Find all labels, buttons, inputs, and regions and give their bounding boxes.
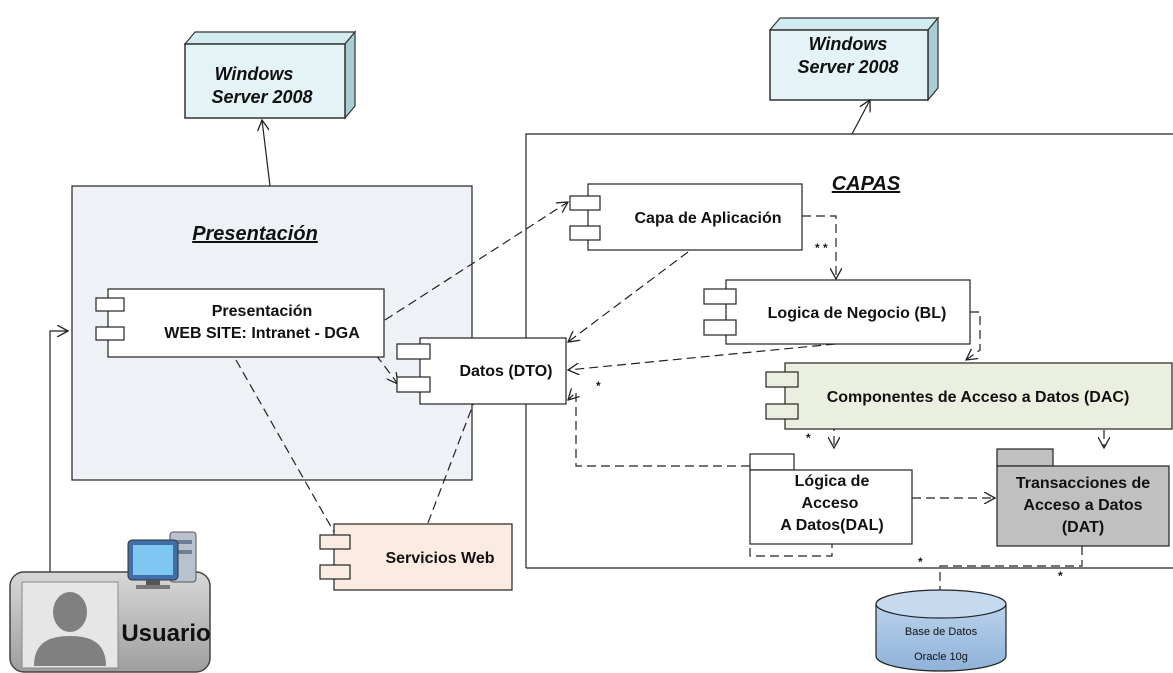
presentation-to-servicios-web: [235, 359, 346, 553]
database-line2: Oracle 10g: [914, 651, 968, 663]
usuario-actor[interactable]: Usuario: [9, 571, 211, 673]
component-tab: [95, 326, 125, 341]
server-node-right: Windows Server 2008: [768, 16, 940, 102]
capas-frame: CAPAS: [525, 133, 1173, 569]
transacciones-line3: (DAT): [1062, 519, 1104, 536]
datos-dto-label: Datos (DTO): [459, 363, 552, 380]
servicios-web-to-dto: [417, 376, 484, 550]
component-box: [725, 279, 971, 345]
server-right-line2: Server 2008: [797, 57, 898, 77]
component-tab: [703, 319, 737, 336]
person-icon: [34, 592, 106, 666]
dashed-connectors: [235, 202, 1104, 596]
multiplicity-label: *: [1058, 569, 1063, 583]
package-tab: [996, 448, 1054, 467]
component-tab: [703, 288, 737, 305]
capas-title: CAPAS: [832, 173, 901, 195]
component-capa-aplicacion[interactable]: Capa de Aplicación: [569, 183, 803, 251]
usuario-label: Usuario: [121, 620, 210, 647]
component-tab: [765, 371, 799, 388]
logica-acceso-line2: Acceso: [802, 495, 859, 512]
package-box: [749, 469, 913, 545]
database-top: [875, 589, 1007, 619]
servicios-web-label: Servicios Web: [385, 550, 494, 567]
package-tab: [749, 453, 795, 471]
multiplicity-label: * *: [815, 241, 828, 255]
server-side-face: [927, 16, 939, 102]
server-top-face: [183, 31, 357, 45]
component-box: [587, 183, 803, 251]
logica-acceso-line1: Lógica de: [795, 473, 870, 490]
server-front-face: [769, 29, 929, 101]
server-side-face: [344, 30, 356, 120]
component-datos-dto[interactable]: Datos (DTO): [396, 337, 567, 405]
component-box: [107, 288, 385, 358]
computer-icon: [127, 531, 197, 589]
component-tab: [396, 343, 431, 360]
presentation-title: Presentación: [192, 223, 318, 245]
component-tab: [95, 297, 125, 312]
server-node-left: Windows Server 2008: [183, 30, 357, 120]
component-presentacion-web[interactable]: Presentación WEB SITE: Intranet - DGA: [95, 288, 385, 358]
presentacion-web-line1: Presentación: [212, 303, 312, 320]
multiplicity-label: *: [596, 379, 601, 393]
logica-negocio-to-dac: [966, 311, 981, 360]
component-tab: [319, 534, 351, 550]
component-box: [419, 337, 567, 405]
component-logica-negocio[interactable]: Logica de Negocio (BL): [703, 279, 971, 345]
package-transacciones[interactable]: Transacciones de Acceso a Datos (DAT): [996, 448, 1170, 547]
capa-aplicacion-to-logica-negocio: [802, 215, 836, 279]
server-left-line1: Windows: [215, 64, 294, 84]
component-box: [333, 523, 513, 591]
component-tab: [569, 195, 601, 211]
capa-aplicacion-to-dto: [568, 251, 689, 342]
component-tab: [319, 564, 351, 580]
logica-negocio-label: Logica de Negocio (BL): [768, 305, 947, 322]
component-tab: [765, 403, 799, 420]
server-left-line2: Server 2008: [211, 87, 312, 107]
server-top-face: [768, 17, 940, 31]
database-body: [875, 604, 1007, 672]
logica-acceso-line3: A Datos(DAL): [780, 517, 883, 534]
capa-aplicacion-label: Capa de Aplicación: [635, 210, 782, 227]
multiplicity-markers: * * * * * *: [596, 241, 1063, 583]
logica-negocio-to-dto: [568, 343, 836, 370]
package-logica-acceso[interactable]: Lógica de Acceso A Datos(DAL): [749, 453, 913, 545]
multiplicity-label: *: [918, 555, 923, 569]
package-box: [996, 465, 1170, 547]
capas-frame-border: [525, 133, 1173, 568]
server-front-face: [184, 43, 346, 119]
logica-acceso-self-link: [749, 540, 833, 557]
server-right-line1: Windows: [809, 34, 888, 54]
presentation-to-dto: [375, 354, 398, 384]
presentation-to-server-arrow: [262, 120, 271, 187]
dac-label: Componentes de Acceso a Datos (DAC): [827, 389, 1130, 406]
database-cylinder[interactable]: Base de Datos Oracle 10g: [875, 589, 1007, 672]
capas-to-server-arrow: [851, 100, 870, 135]
multiplicity-label: *: [806, 431, 811, 445]
database-line1: Base de Datos: [905, 626, 978, 638]
transacciones-line1: Transacciones de: [1016, 475, 1150, 492]
component-tab: [569, 225, 601, 241]
component-dac[interactable]: Componentes de Acceso a Datos (DAC): [765, 362, 1173, 430]
transacciones-to-database: [939, 546, 1083, 596]
transacciones-line2: Acceso a Datos: [1023, 497, 1142, 514]
presentation-to-capa-aplicacion: [384, 202, 568, 321]
logica-acceso-to-dto: [568, 392, 750, 467]
component-servicios-web[interactable]: Servicios Web: [319, 523, 513, 591]
component-tab: [396, 376, 431, 393]
component-box: [784, 362, 1173, 430]
presentacion-web-line2: WEB SITE: Intranet - DGA: [164, 325, 360, 342]
